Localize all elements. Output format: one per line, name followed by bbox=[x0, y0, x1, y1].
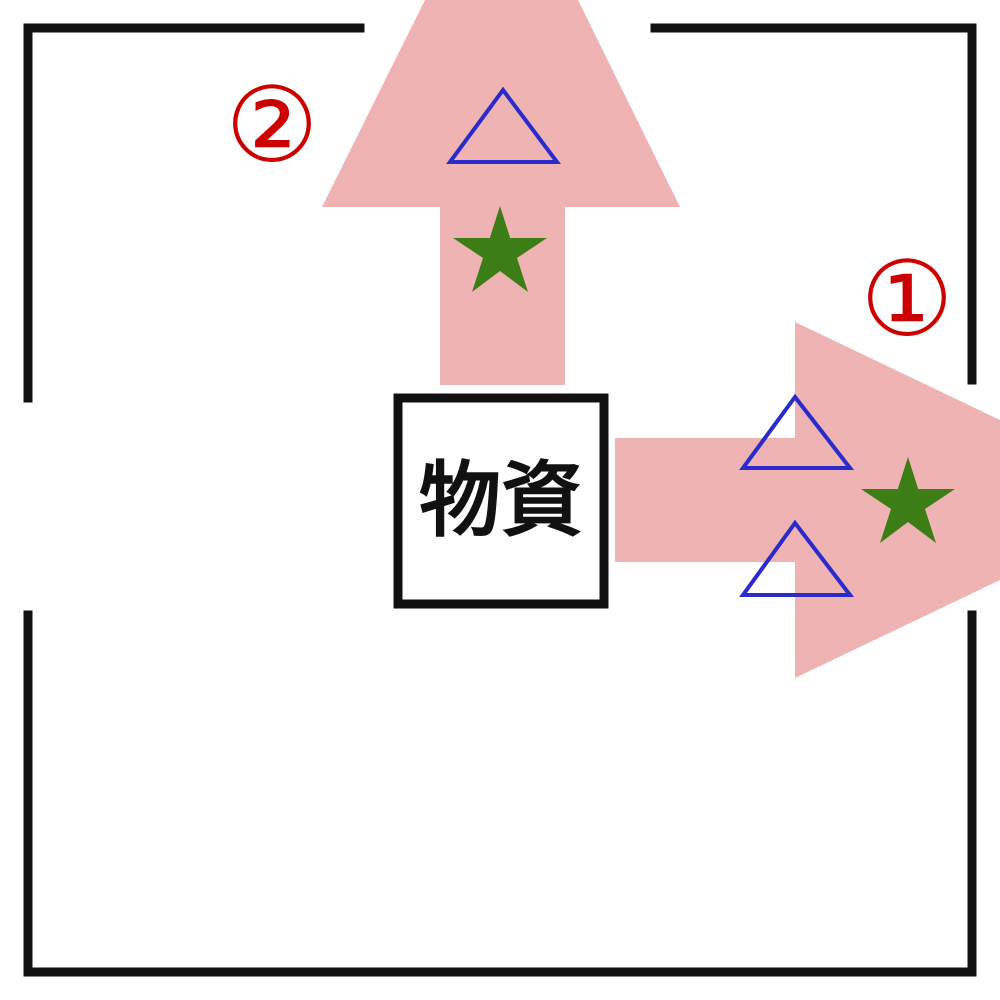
triangle-icon bbox=[739, 519, 855, 597]
star-icon bbox=[453, 206, 547, 292]
arrow-up bbox=[322, 0, 680, 385]
triangle-icon bbox=[739, 393, 855, 470]
route-number-2: ② bbox=[225, 64, 318, 186]
wall-top-right bbox=[650, 23, 977, 385]
arrow-right bbox=[615, 322, 1000, 678]
room-walls bbox=[23, 23, 977, 977]
supplies-box-label: 物資 bbox=[419, 454, 583, 549]
triangle-icon bbox=[446, 86, 561, 164]
star-icon bbox=[861, 457, 955, 543]
supplies-box bbox=[393, 393, 609, 609]
wall-bottom-left bbox=[23, 610, 977, 977]
wall-top-left bbox=[23, 23, 365, 403]
route-number-1: ① bbox=[860, 238, 953, 360]
